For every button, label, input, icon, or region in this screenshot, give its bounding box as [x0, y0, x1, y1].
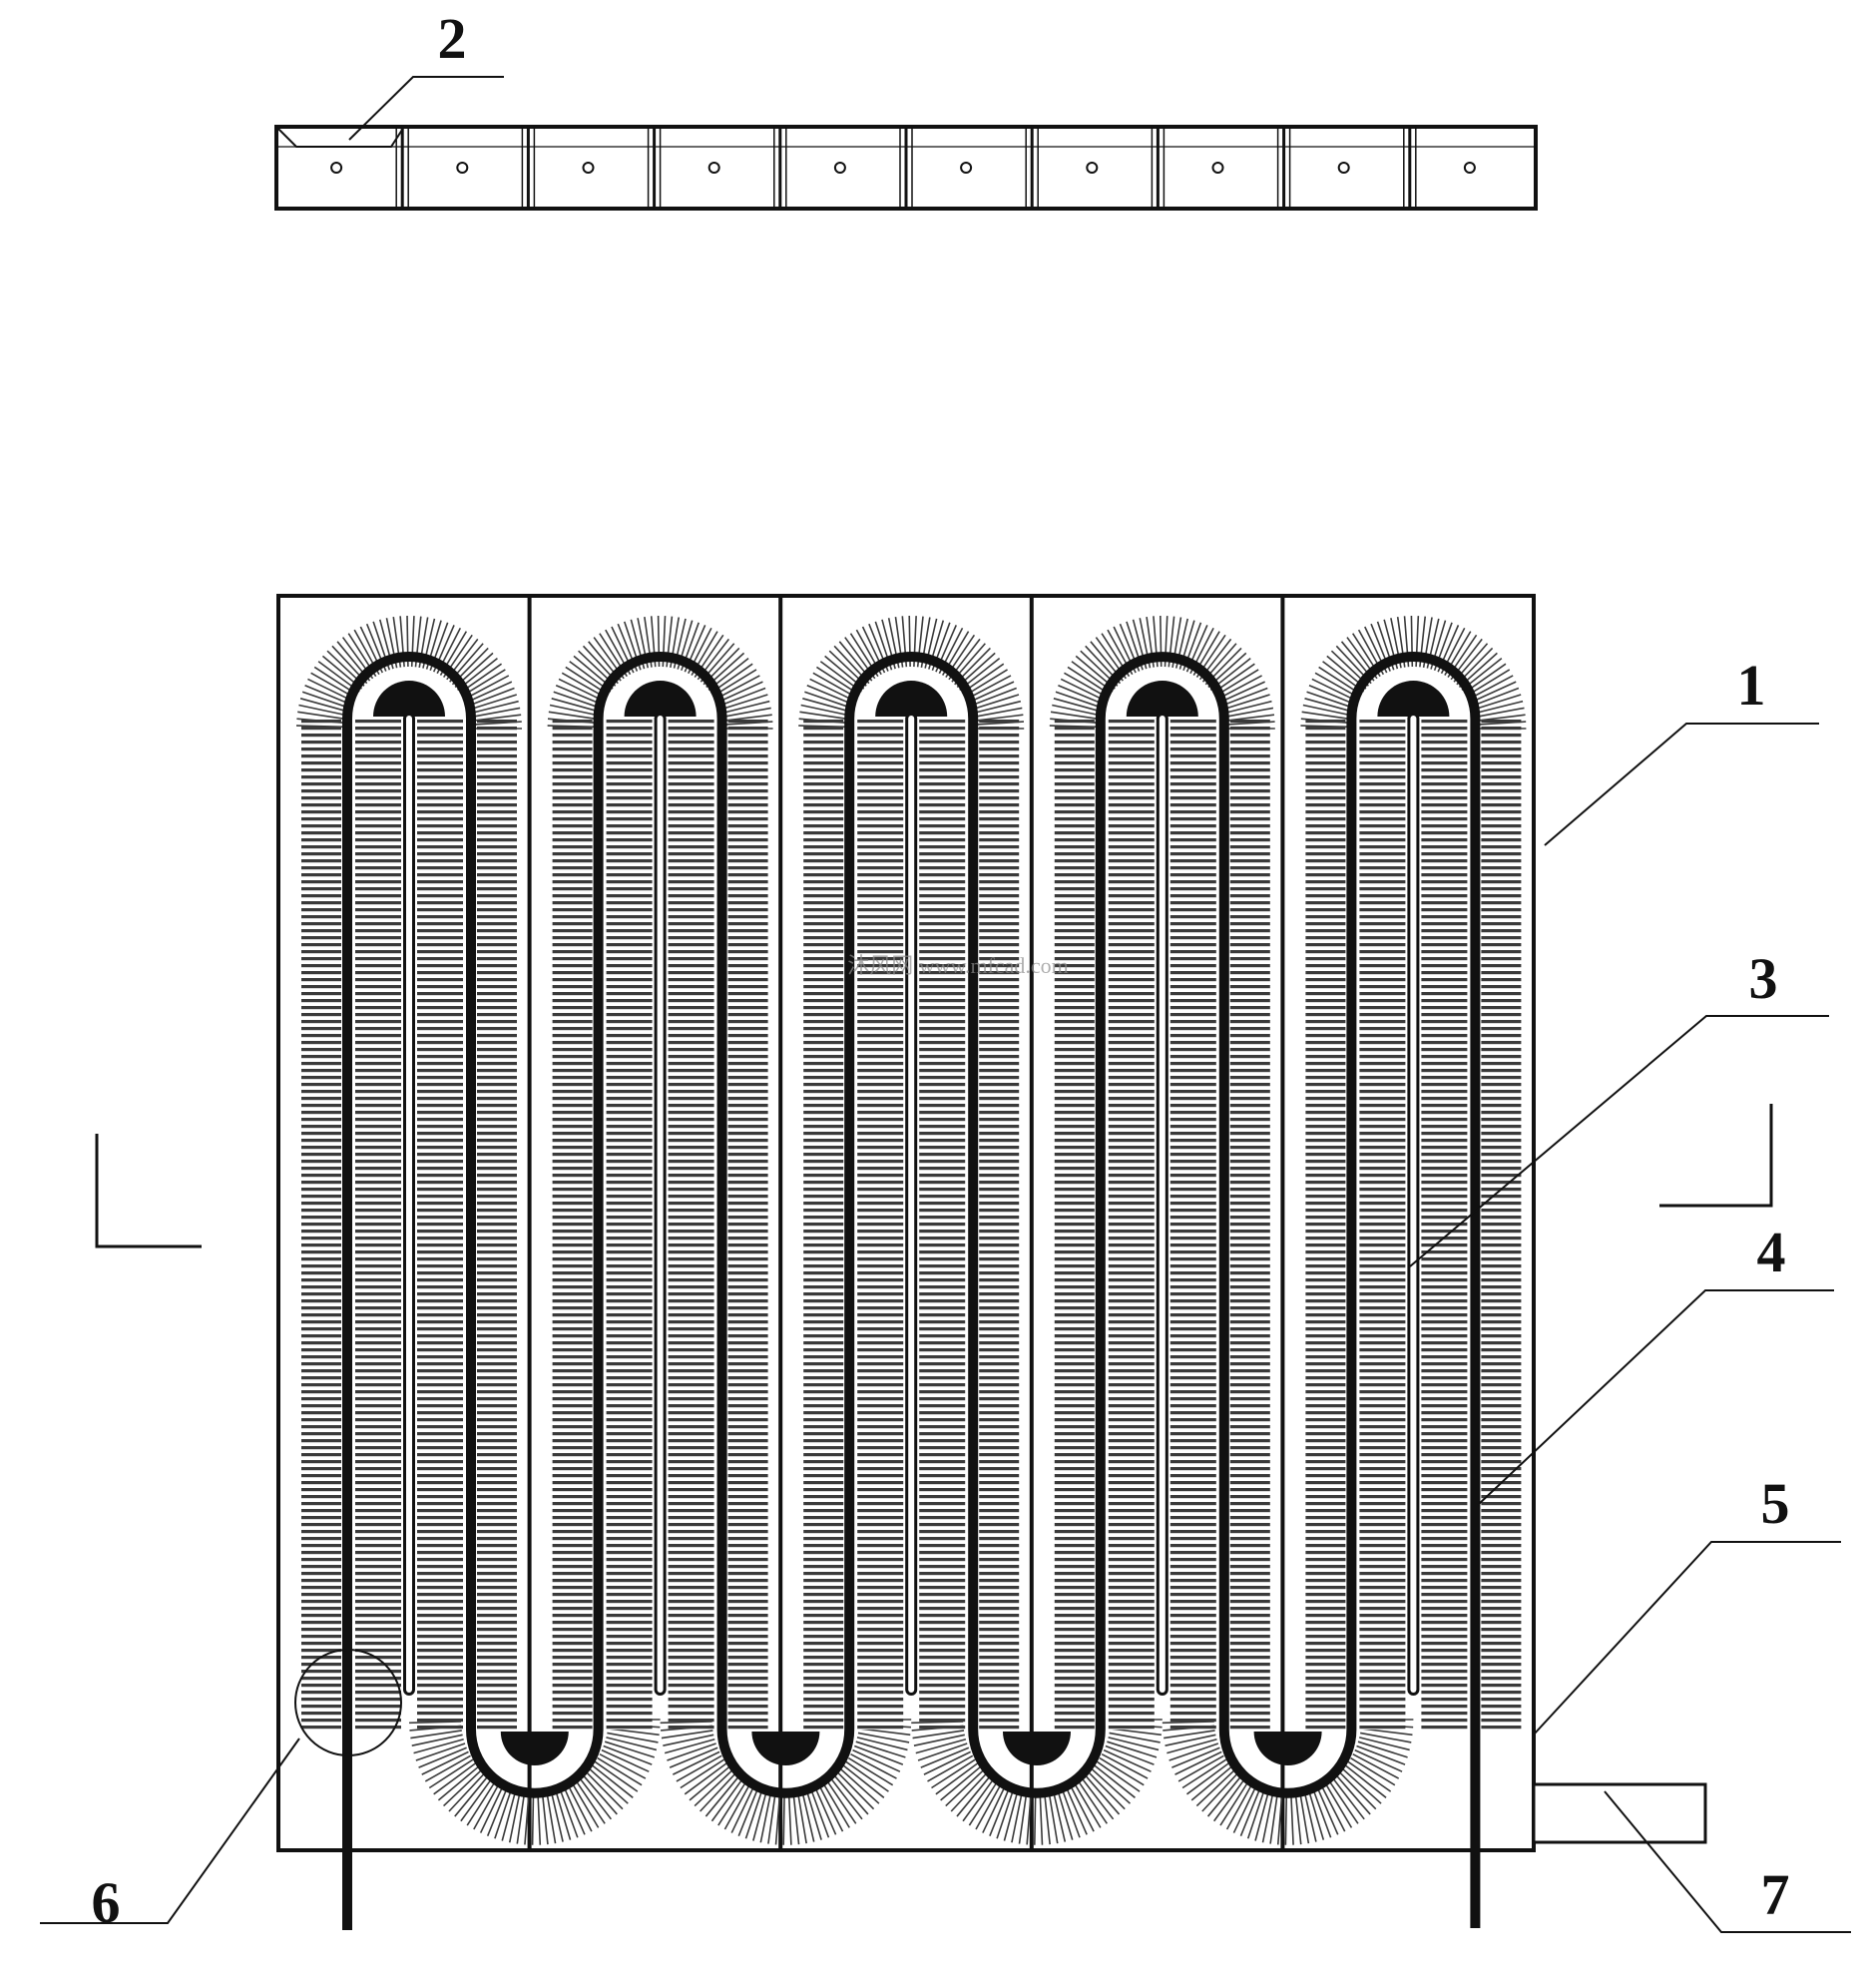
channel	[1300, 616, 1527, 1928]
outlet-tab-part-7	[1532, 1782, 1707, 1844]
top-strip-part-2	[274, 125, 1538, 211]
watermark: 沐风网 www.mfcad.com	[847, 953, 1069, 978]
label-1: 1	[1737, 653, 1766, 718]
strip-hole	[330, 162, 343, 174]
strip-hole	[456, 162, 469, 174]
main-panel-part-1	[276, 594, 1536, 1930]
tube-bottom-cap	[500, 1732, 569, 1765]
tube-bottom-bend	[968, 1729, 1106, 1798]
tube-bottom-cap	[751, 1732, 820, 1765]
tube-u-bend	[1346, 652, 1481, 1730]
tube-top-cap	[1377, 681, 1450, 717]
strip-hole	[833, 162, 846, 174]
fin-hatch-left	[301, 719, 341, 1730]
fin-hatch-inner-left	[606, 719, 653, 1730]
channel	[547, 616, 912, 1845]
detail-circle-part-6	[294, 1649, 402, 1756]
strip-hole	[707, 162, 720, 174]
tube-bottom-bend	[466, 1729, 604, 1798]
strip-hole	[960, 162, 973, 174]
strip-hole	[1337, 162, 1350, 174]
strip-chamfer	[275, 126, 405, 148]
tube-u-bend	[844, 652, 979, 1730]
tube-bottom-cap	[1003, 1732, 1071, 1765]
strip-hole	[582, 162, 595, 174]
tube-top-cap	[1126, 681, 1198, 717]
leader-2	[348, 76, 504, 141]
fin-radial-bottom	[660, 1719, 912, 1845]
tube-top-cap	[373, 681, 445, 717]
leader-5	[1533, 1541, 1841, 1736]
label-3: 3	[1749, 946, 1778, 1011]
section-marker-left	[95, 1134, 202, 1248]
label-4: 4	[1757, 1220, 1786, 1284]
leader-6	[40, 1738, 300, 1924]
fin-hatch-right	[1229, 719, 1270, 1730]
fin-radial-bottom	[409, 1719, 661, 1845]
label-6: 6	[92, 1870, 121, 1935]
tube-top-cap	[875, 681, 948, 717]
fin-hatch-left	[1305, 719, 1346, 1730]
fin-radial-bottom	[911, 1719, 1163, 1845]
fin-hatch-inner-left	[1359, 719, 1406, 1730]
leader-lines	[40, 76, 1851, 1933]
fin-hatch-left	[552, 719, 593, 1730]
fin-hatch-inner-right	[1169, 719, 1216, 1730]
label-2: 2	[438, 6, 467, 71]
fin-hatch-inner-left	[1108, 719, 1155, 1730]
fin-hatch-inner-right	[668, 719, 714, 1730]
fin-hatch-left	[1054, 719, 1095, 1730]
fin-hatch-right	[1481, 719, 1522, 1730]
tube-bottom-bend	[1218, 1729, 1357, 1798]
tube-u-bend	[593, 652, 727, 1730]
channel	[798, 616, 1163, 1845]
strip-hole	[1086, 162, 1099, 174]
leader-4	[1477, 1289, 1834, 1506]
tube-u-bend	[1095, 652, 1229, 1730]
fin-hatch-inner-right	[919, 719, 966, 1730]
leader-7	[1604, 1790, 1851, 1933]
fin-hatch-right	[477, 719, 517, 1730]
label-7: 7	[1761, 1862, 1790, 1927]
channel	[1049, 616, 1414, 1845]
tube-bottom-cap	[1253, 1732, 1322, 1765]
fin-hatch-left	[803, 719, 844, 1730]
tube-u-bend	[342, 652, 476, 1730]
leader-1	[1544, 723, 1819, 846]
fin-hatch-inner-right	[417, 719, 463, 1730]
fin-hatch-inner-left	[857, 719, 904, 1730]
fin-hatch-inner-left	[355, 719, 401, 1730]
strip-hole	[1463, 162, 1476, 174]
channel	[296, 616, 661, 1930]
tube-bottom-bend	[716, 1729, 855, 1798]
section-marker-right	[1659, 1104, 1773, 1208]
leader-3	[1409, 1015, 1829, 1267]
strip-hole	[1211, 162, 1224, 174]
label-5: 5	[1761, 1471, 1790, 1536]
fin-hatch-right	[979, 719, 1020, 1730]
fin-hatch-right	[727, 719, 768, 1730]
tube-top-cap	[624, 681, 697, 717]
